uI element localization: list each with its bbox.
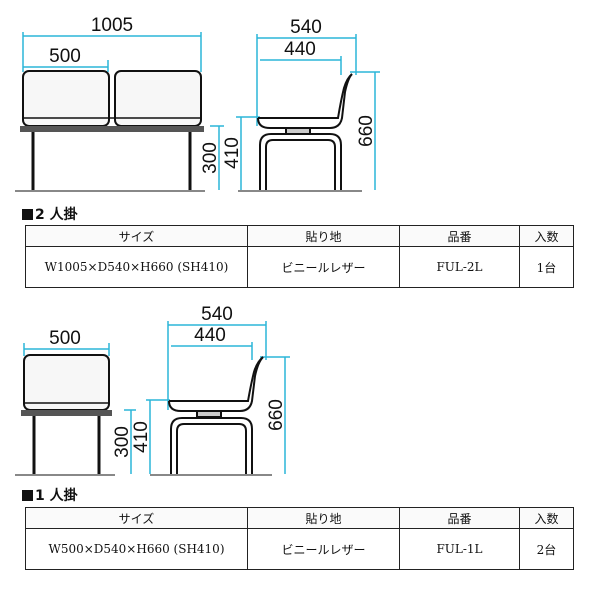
dim-seat-depth: 440 [284, 39, 316, 60]
cell-quantity: 1台 [519, 246, 574, 288]
dim-seat-height: 410 [131, 421, 152, 453]
cell-size: W1005×D540×H660 (SH410) [25, 246, 248, 288]
header-material: 貼り地 [247, 225, 400, 247]
cell-product-code: FUL-1L [399, 528, 520, 570]
section-title-1-seater: 1 人掛 [22, 485, 78, 505]
dim-total-width: 1005 [91, 15, 133, 36]
dim-height: 660 [266, 399, 287, 431]
dim-seat-width: 500 [49, 328, 81, 349]
table-header-row: サイズ 貼り地 品番 入数 [25, 225, 574, 247]
dim-depth: 540 [201, 305, 233, 325]
dim-height: 660 [356, 115, 377, 147]
header-product-code: 品番 [399, 225, 520, 247]
dim-seat-height: 410 [222, 137, 243, 169]
cell-quantity: 2台 [519, 528, 574, 570]
dim-arm-height: 300 [200, 142, 221, 174]
header-size: サイズ [25, 507, 248, 529]
header-product-code: 品番 [399, 507, 520, 529]
front-view-2-seater [15, 70, 205, 192]
front-view-1-seater [15, 354, 115, 476]
dim-seat-depth: 440 [194, 325, 226, 346]
dimension-labels-1-seater: 500 540 440 300 410 660 [49, 305, 287, 458]
table-row: W500×D540×H660 (SH410) ビニールレザー FUL-1L 2台 [25, 528, 574, 570]
square-bullet-icon [22, 209, 33, 220]
dim-seat-width: 500 [49, 46, 81, 67]
cell-product-code: FUL-2L [399, 246, 520, 288]
section-title-2-seater: 2 人掛 [22, 204, 78, 224]
header-size: サイズ [25, 225, 248, 247]
spec-table-1-seater: サイズ 貼り地 品番 入数 W500×D540×H660 (SH410) ビニー… [25, 507, 574, 570]
dimension-lines-2-seater [22, 32, 380, 190]
side-view-2-seater [238, 73, 362, 192]
cell-material: ビニールレザー [247, 246, 400, 288]
drawing-1-seater: 500 540 440 300 410 660 [15, 305, 290, 476]
drawing-2-seater: 1005 500 540 440 300 410 660 [15, 15, 380, 192]
header-quantity: 入数 [519, 225, 574, 247]
dimension-labels-2-seater: 1005 500 540 440 300 410 660 [49, 15, 377, 174]
side-view-1-seater [150, 356, 272, 476]
square-bullet-icon [22, 490, 33, 501]
dim-arm-height: 300 [112, 426, 133, 458]
spec-table-2-seater: サイズ 貼り地 品番 入数 W1005×D540×H660 (SH410) ビニ… [25, 225, 574, 288]
table-header-row: サイズ 貼り地 品番 入数 [25, 507, 574, 529]
dimension-lines-1-seater [23, 321, 290, 474]
cell-material: ビニールレザー [247, 528, 400, 570]
cell-size: W500×D540×H660 (SH410) [25, 528, 248, 570]
table-row: W1005×D540×H660 (SH410) ビニールレザー FUL-2L 1… [25, 246, 574, 288]
dim-depth: 540 [290, 17, 322, 38]
header-material: 貼り地 [247, 507, 400, 529]
header-quantity: 入数 [519, 507, 574, 529]
